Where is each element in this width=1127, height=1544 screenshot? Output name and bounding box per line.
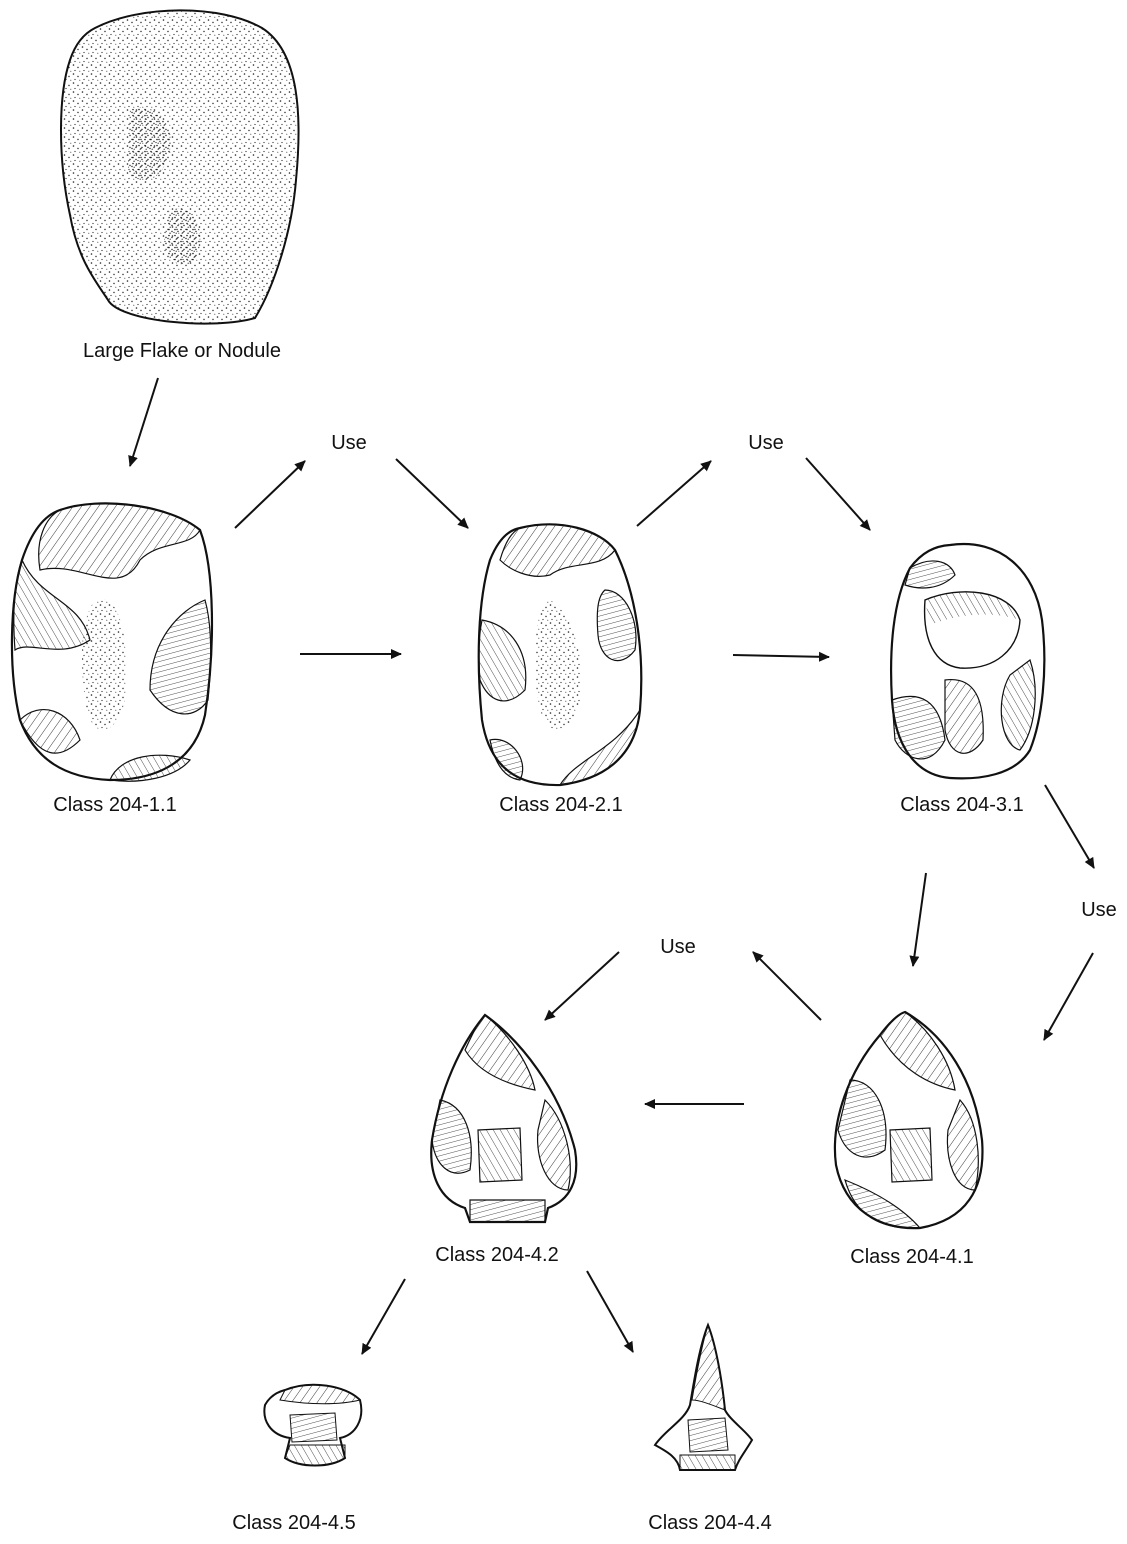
class-204-4-1-drawing bbox=[835, 1012, 983, 1228]
label-class-204-4-2: Class 204-4.2 bbox=[435, 1245, 558, 1265]
arrow-204-3-1-to-use-3 bbox=[1045, 785, 1094, 868]
class-204-4-5-drawing bbox=[264, 1385, 361, 1466]
label-use-3: Use bbox=[1081, 900, 1117, 920]
class-204-3-1-drawing bbox=[891, 544, 1044, 778]
label-class-204-3-1: Class 204-3.1 bbox=[900, 795, 1023, 815]
arrow-204-4-1-to-use-4 bbox=[753, 952, 821, 1020]
arrow-use-4-to-204-4-2 bbox=[545, 952, 619, 1020]
arrow-nodule-to-204-1-1 bbox=[130, 378, 158, 466]
arrow-204-3-1-to-204-4-1 bbox=[913, 873, 926, 966]
nodule-drawing bbox=[61, 10, 299, 323]
arrow-use-2-to-204-3-1 bbox=[806, 458, 870, 530]
label-large-flake-or-nodule: Large Flake or Nodule bbox=[83, 341, 281, 361]
label-class-204-4-5: Class 204-4.5 bbox=[232, 1513, 355, 1533]
arrow-204-4-2-to-204-4-5 bbox=[362, 1279, 405, 1354]
label-use-1: Use bbox=[331, 433, 367, 453]
class-204-1-1-drawing bbox=[12, 503, 212, 781]
class-204-4-4-drawing bbox=[655, 1325, 752, 1470]
label-class-204-2-1: Class 204-2.1 bbox=[499, 795, 622, 815]
arrow-204-4-2-to-204-4-4 bbox=[587, 1271, 633, 1352]
arrow-204-2-1-to-204-3-1 bbox=[733, 655, 829, 657]
label-use-4: Use bbox=[660, 937, 696, 957]
label-use-2: Use bbox=[748, 433, 784, 453]
class-204-2-1-drawing bbox=[479, 524, 642, 785]
arrow-use-1-to-204-2-1 bbox=[396, 459, 468, 528]
class-204-4-2-drawing bbox=[431, 1015, 576, 1222]
label-class-204-1-1: Class 204-1.1 bbox=[53, 795, 176, 815]
arrow-use-3-to-204-4-1 bbox=[1044, 953, 1093, 1040]
arrow-204-2-1-to-use-2 bbox=[637, 461, 711, 526]
label-class-204-4-1: Class 204-4.1 bbox=[850, 1247, 973, 1267]
label-class-204-4-4: Class 204-4.4 bbox=[648, 1513, 771, 1533]
arrow-204-1-1-to-use-1 bbox=[235, 461, 305, 528]
